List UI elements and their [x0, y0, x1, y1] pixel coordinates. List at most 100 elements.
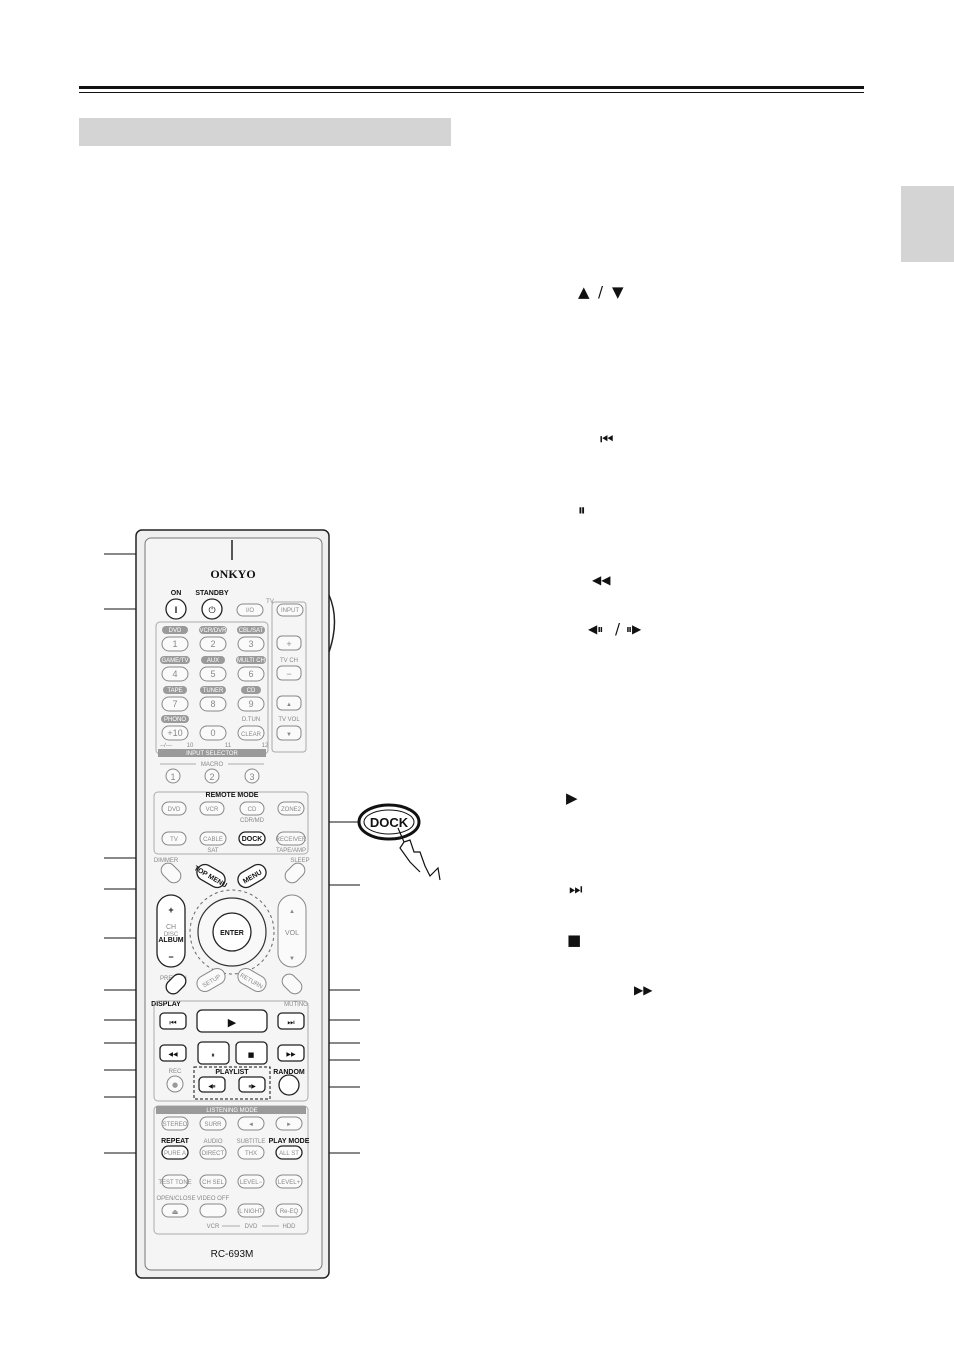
macro-2-button [204, 768, 220, 784]
svg-text:LEVEL−: LEVEL− [240, 1180, 263, 1186]
svg-text:3: 3 [249, 772, 254, 782]
svg-text:THX: THX [245, 1151, 257, 1157]
enter-button [212, 912, 252, 952]
svg-text:●: ● [172, 1081, 178, 1089]
svg-text:PHONO: PHONO [164, 717, 186, 723]
svg-text:◀⏸: ◀⏸ [208, 1083, 216, 1090]
svg-text:PLAYLIST: PLAYLIST [215, 1069, 249, 1076]
svg-text:11: 11 [225, 743, 232, 749]
svg-text:⏭: ⏭ [287, 1018, 294, 1027]
on-label: ON [171, 590, 182, 597]
svg-text:▼: ▼ [286, 732, 292, 738]
playlist-prev-button [198, 1076, 226, 1093]
svg-text:▲: ▲ [289, 909, 295, 915]
svg-text:DVD: DVD [168, 807, 181, 813]
svg-text:INPUT SELECTOR: INPUT SELECTOR [186, 751, 238, 757]
dock-mode-button [238, 831, 266, 846]
tv-ch-up-button [276, 635, 302, 651]
svg-text:CLEAR: CLEAR [241, 732, 262, 738]
rewind-icon: ◀◀ [592, 573, 611, 587]
menu-button [237, 863, 267, 889]
svg-text:VIDEO OFF: VIDEO OFF [197, 1196, 230, 1202]
svg-text:SUBTITLE: SUBTITLE [237, 1139, 266, 1145]
svg-text:TV VOL: TV VOL [278, 717, 300, 723]
svg-text:SURR: SURR [204, 1122, 222, 1128]
header-rule-thin [79, 92, 864, 93]
svg-text:TAPE/AMP: TAPE/AMP [276, 848, 306, 854]
svg-text:OPEN/CLOSE: OPEN/CLOSE [156, 1196, 195, 1202]
step-back-icon: ◀⏸ [588, 622, 604, 636]
up-arrow-icon: ▲ [578, 283, 590, 301]
svg-text:L NIGHT: L NIGHT [239, 1209, 263, 1215]
play-button [196, 1009, 268, 1033]
svg-text:AUX: AUX [207, 658, 219, 664]
svg-text:▼: ▼ [289, 956, 295, 962]
svg-text:▶: ▶ [228, 1016, 237, 1029]
display-button [165, 973, 187, 995]
input-selector-grid: DVD VCR/DVR CBL/SAT 1 2 3 GAME/TV AUX MU… [158, 626, 269, 757]
svg-text:DOCK: DOCK [242, 836, 263, 843]
svg-text:■: ■ [248, 1051, 255, 1059]
svg-text:DIMMER: DIMMER [154, 858, 179, 864]
dock-callout: DOCK [357, 803, 441, 881]
svg-text:Re-EQ: Re-EQ [280, 1209, 299, 1215]
playlist-next-button [238, 1076, 266, 1093]
svg-text:SAT: SAT [207, 848, 219, 854]
svg-text:TV: TV [170, 837, 178, 843]
svg-text:TV CH: TV CH [280, 658, 298, 664]
svg-text:2: 2 [210, 639, 215, 649]
svg-text:CD: CD [248, 807, 257, 813]
svg-text:⏸▶: ⏸▶ [248, 1083, 256, 1090]
svg-text:SLEEP: SLEEP [290, 858, 309, 864]
svg-text:VOL: VOL [285, 930, 299, 937]
tv-ch-down-button [276, 665, 302, 681]
rec-button [166, 1075, 184, 1093]
svg-text:RECEIVER: RECEIVER [276, 837, 307, 843]
svg-text:5: 5 [210, 669, 215, 679]
svg-text:REMOTE MODE: REMOTE MODE [206, 792, 259, 799]
svg-text:DVD: DVD [169, 628, 182, 634]
svg-text:⏸: ⏸ [211, 1051, 215, 1059]
svg-text:ALBUM: ALBUM [158, 937, 183, 944]
svg-text:MACRO: MACRO [201, 762, 224, 768]
svg-text:◄: ◄ [248, 1122, 254, 1128]
step-forward-icon: ⏸▶ [626, 622, 642, 636]
svg-text:I/O: I/O [246, 608, 254, 614]
muting-button [281, 973, 303, 995]
svg-text:TV: TV [266, 599, 274, 605]
tv-power-button [236, 603, 264, 617]
svg-text:+: + [286, 639, 291, 649]
svg-text:INPUT: INPUT [281, 608, 299, 614]
svg-text:DVD: DVD [245, 1224, 258, 1230]
svg-text:HDD: HDD [283, 1224, 297, 1230]
svg-text:TEST TONE: TEST TONE [158, 1180, 191, 1186]
on-button [165, 598, 187, 620]
standby-label: STANDBY [195, 590, 229, 597]
next-button [277, 1012, 305, 1030]
remote-model-label: RC-693M [211, 1249, 254, 1260]
svg-text:AUDIO: AUDIO [203, 1139, 222, 1145]
stop-button [235, 1041, 268, 1065]
play-mode-button [275, 1145, 303, 1160]
random-button [278, 1074, 300, 1096]
svg-text:8: 8 [210, 699, 215, 709]
repeat-button [161, 1145, 189, 1160]
top-menu-button [196, 863, 226, 889]
svg-text:DIRECT: DIRECT [202, 1151, 225, 1157]
play-icon: ▶ [566, 789, 578, 807]
svg-text:TUNER: TUNER [203, 688, 224, 694]
svg-text:CH SEL: CH SEL [202, 1180, 224, 1186]
header-rule-thick [79, 86, 864, 89]
macro-3-button [244, 768, 260, 784]
svg-text:0: 0 [210, 728, 215, 738]
svg-text:MULTI CH: MULTI CH [237, 658, 265, 664]
svg-text:PURE A: PURE A [164, 1151, 186, 1157]
svg-text:I: I [175, 605, 178, 615]
svg-text:CH: CH [166, 924, 176, 931]
svg-text:10: 10 [187, 743, 194, 749]
svg-text:3: 3 [248, 639, 253, 649]
svg-text:PLAY MODE: PLAY MODE [269, 1138, 310, 1145]
next-track-icon: ⏭ [569, 880, 583, 898]
stop-icon: ■ [567, 931, 582, 949]
